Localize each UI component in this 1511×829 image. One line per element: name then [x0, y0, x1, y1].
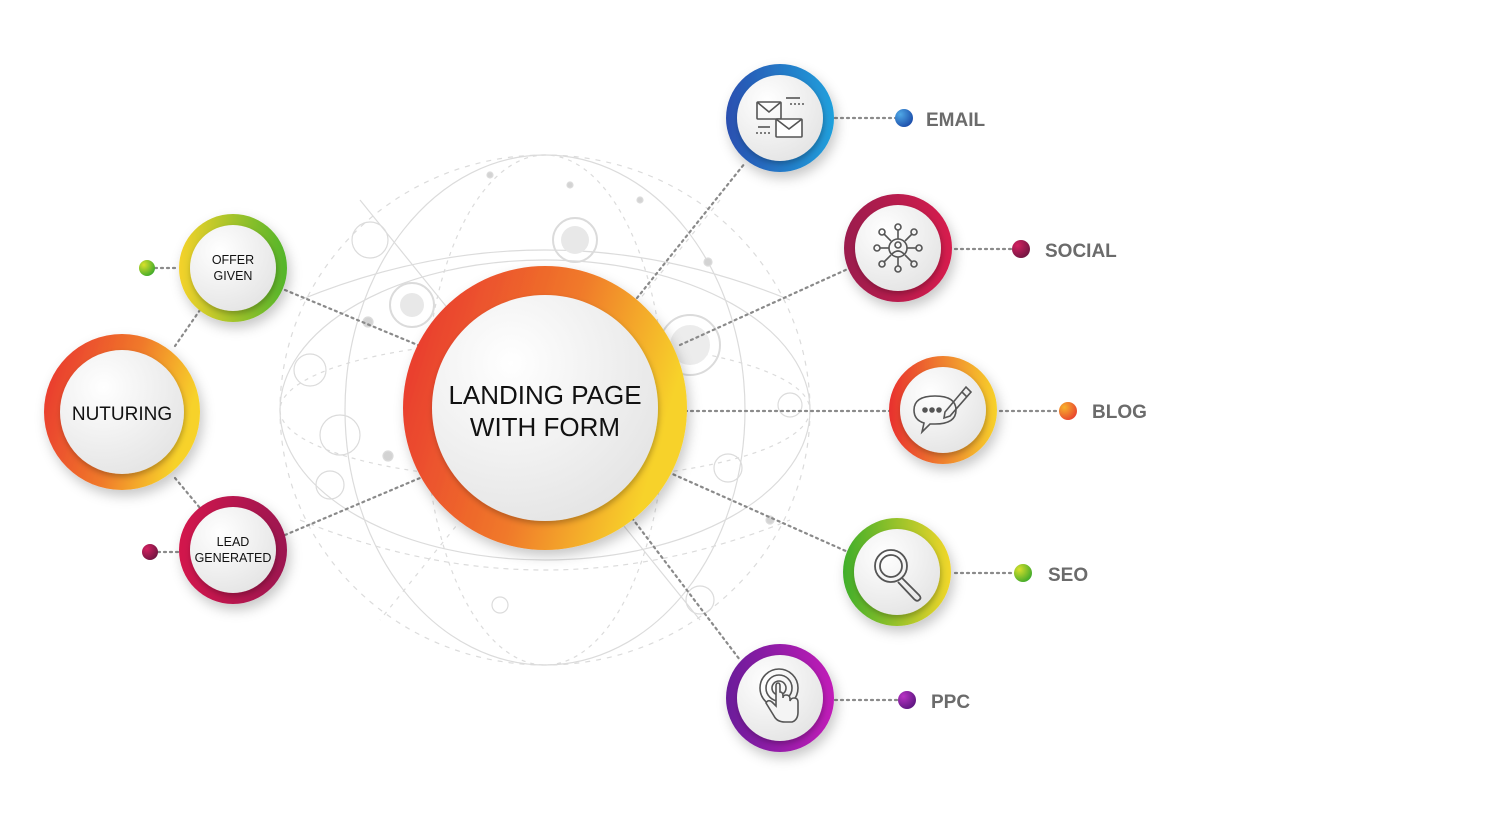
landing-page-line2: WITH FORM: [470, 412, 620, 442]
landing-page-node[interactable]: LANDING PAGE WITH FORM: [403, 266, 687, 550]
social-dot: [1012, 240, 1030, 258]
blog-node[interactable]: [889, 356, 997, 464]
email-node[interactable]: [726, 64, 834, 172]
nurturing-node[interactable]: NUTURING: [44, 334, 200, 490]
ppc-label: PPC: [931, 692, 970, 713]
social-label: SOCIAL: [1045, 241, 1117, 262]
connector-lines: [153, 116, 1064, 702]
blog-dot: [1059, 402, 1077, 420]
email-dot: [895, 109, 913, 127]
seo-label: SEO: [1048, 565, 1088, 586]
offer-given-line1: OFFER: [212, 253, 254, 267]
social-node[interactable]: [844, 194, 952, 302]
blog-label: BLOG: [1092, 402, 1147, 423]
touch-click-icon: [759, 668, 799, 723]
blog-chat-icon: [913, 385, 973, 435]
lead-generated-dot: [142, 544, 158, 560]
lead-generated-line1: LEAD: [217, 535, 250, 549]
email-label: EMAIL: [926, 110, 986, 131]
social-network-icon: [873, 223, 923, 273]
email-icon: [756, 97, 804, 138]
offer-given-dot: [139, 260, 155, 276]
ppc-dot: [898, 691, 916, 709]
search-icon: [874, 549, 922, 602]
lead-generated-line2: GENERATED: [195, 551, 272, 565]
seo-dot: [1014, 564, 1032, 582]
nurturing-label: NUTURING: [72, 404, 172, 425]
landing-page-line1: LANDING PAGE: [448, 380, 641, 410]
offer-given-line2: GIVEN: [214, 269, 253, 283]
ppc-node[interactable]: [726, 644, 834, 752]
offer-given-node[interactable]: OFFER GIVEN: [179, 214, 287, 322]
lead-generated-node[interactable]: LEAD GENERATED: [179, 496, 287, 604]
seo-node[interactable]: [843, 518, 951, 626]
